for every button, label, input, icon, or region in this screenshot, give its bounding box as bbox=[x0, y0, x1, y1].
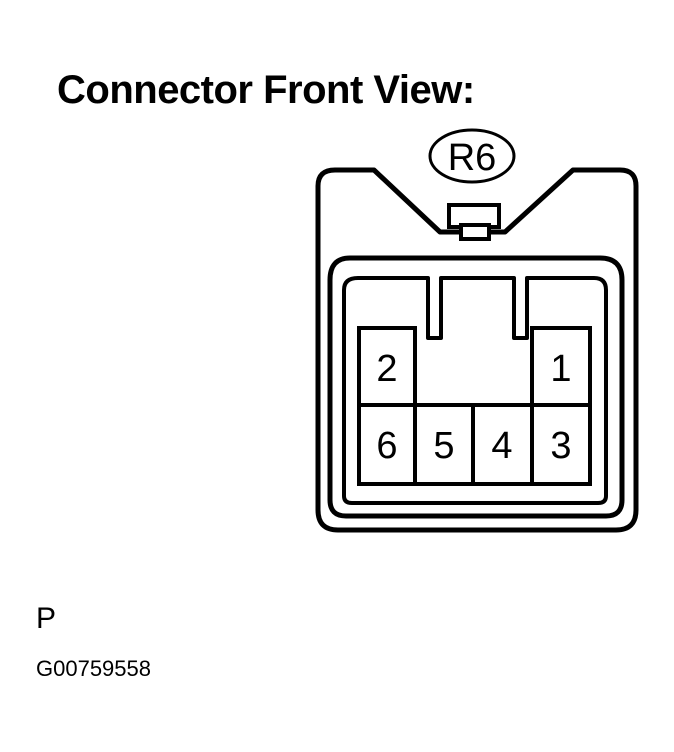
pin-cell-6 bbox=[357, 403, 417, 486]
connector-code-bubble bbox=[428, 128, 516, 184]
pin-cell-1 bbox=[530, 326, 592, 407]
connector-latch-tip bbox=[459, 223, 491, 241]
pin-label-1: 1 bbox=[550, 348, 571, 390]
pin-cell-3 bbox=[530, 403, 592, 486]
figure-id: G00759558 bbox=[36, 656, 151, 681]
pin-cell-5 bbox=[413, 403, 475, 486]
connector-code-label: R6 bbox=[448, 137, 497, 179]
connector-housing-outer bbox=[315, 167, 639, 533]
connector-cavity-outer bbox=[327, 255, 625, 519]
pin-label-2: 2 bbox=[376, 348, 397, 390]
connector-cavity-inner bbox=[342, 276, 608, 505]
pin-cell-4 bbox=[471, 403, 534, 486]
pin-label-5: 5 bbox=[433, 425, 454, 467]
pin-label-3: 3 bbox=[550, 425, 571, 467]
pin-cell-2 bbox=[357, 326, 417, 407]
pin-label-4: 4 bbox=[491, 425, 512, 467]
diagram-title: Connector Front View: bbox=[57, 68, 475, 112]
pin-label-6: 6 bbox=[376, 425, 397, 467]
section-letter: P bbox=[36, 602, 57, 635]
